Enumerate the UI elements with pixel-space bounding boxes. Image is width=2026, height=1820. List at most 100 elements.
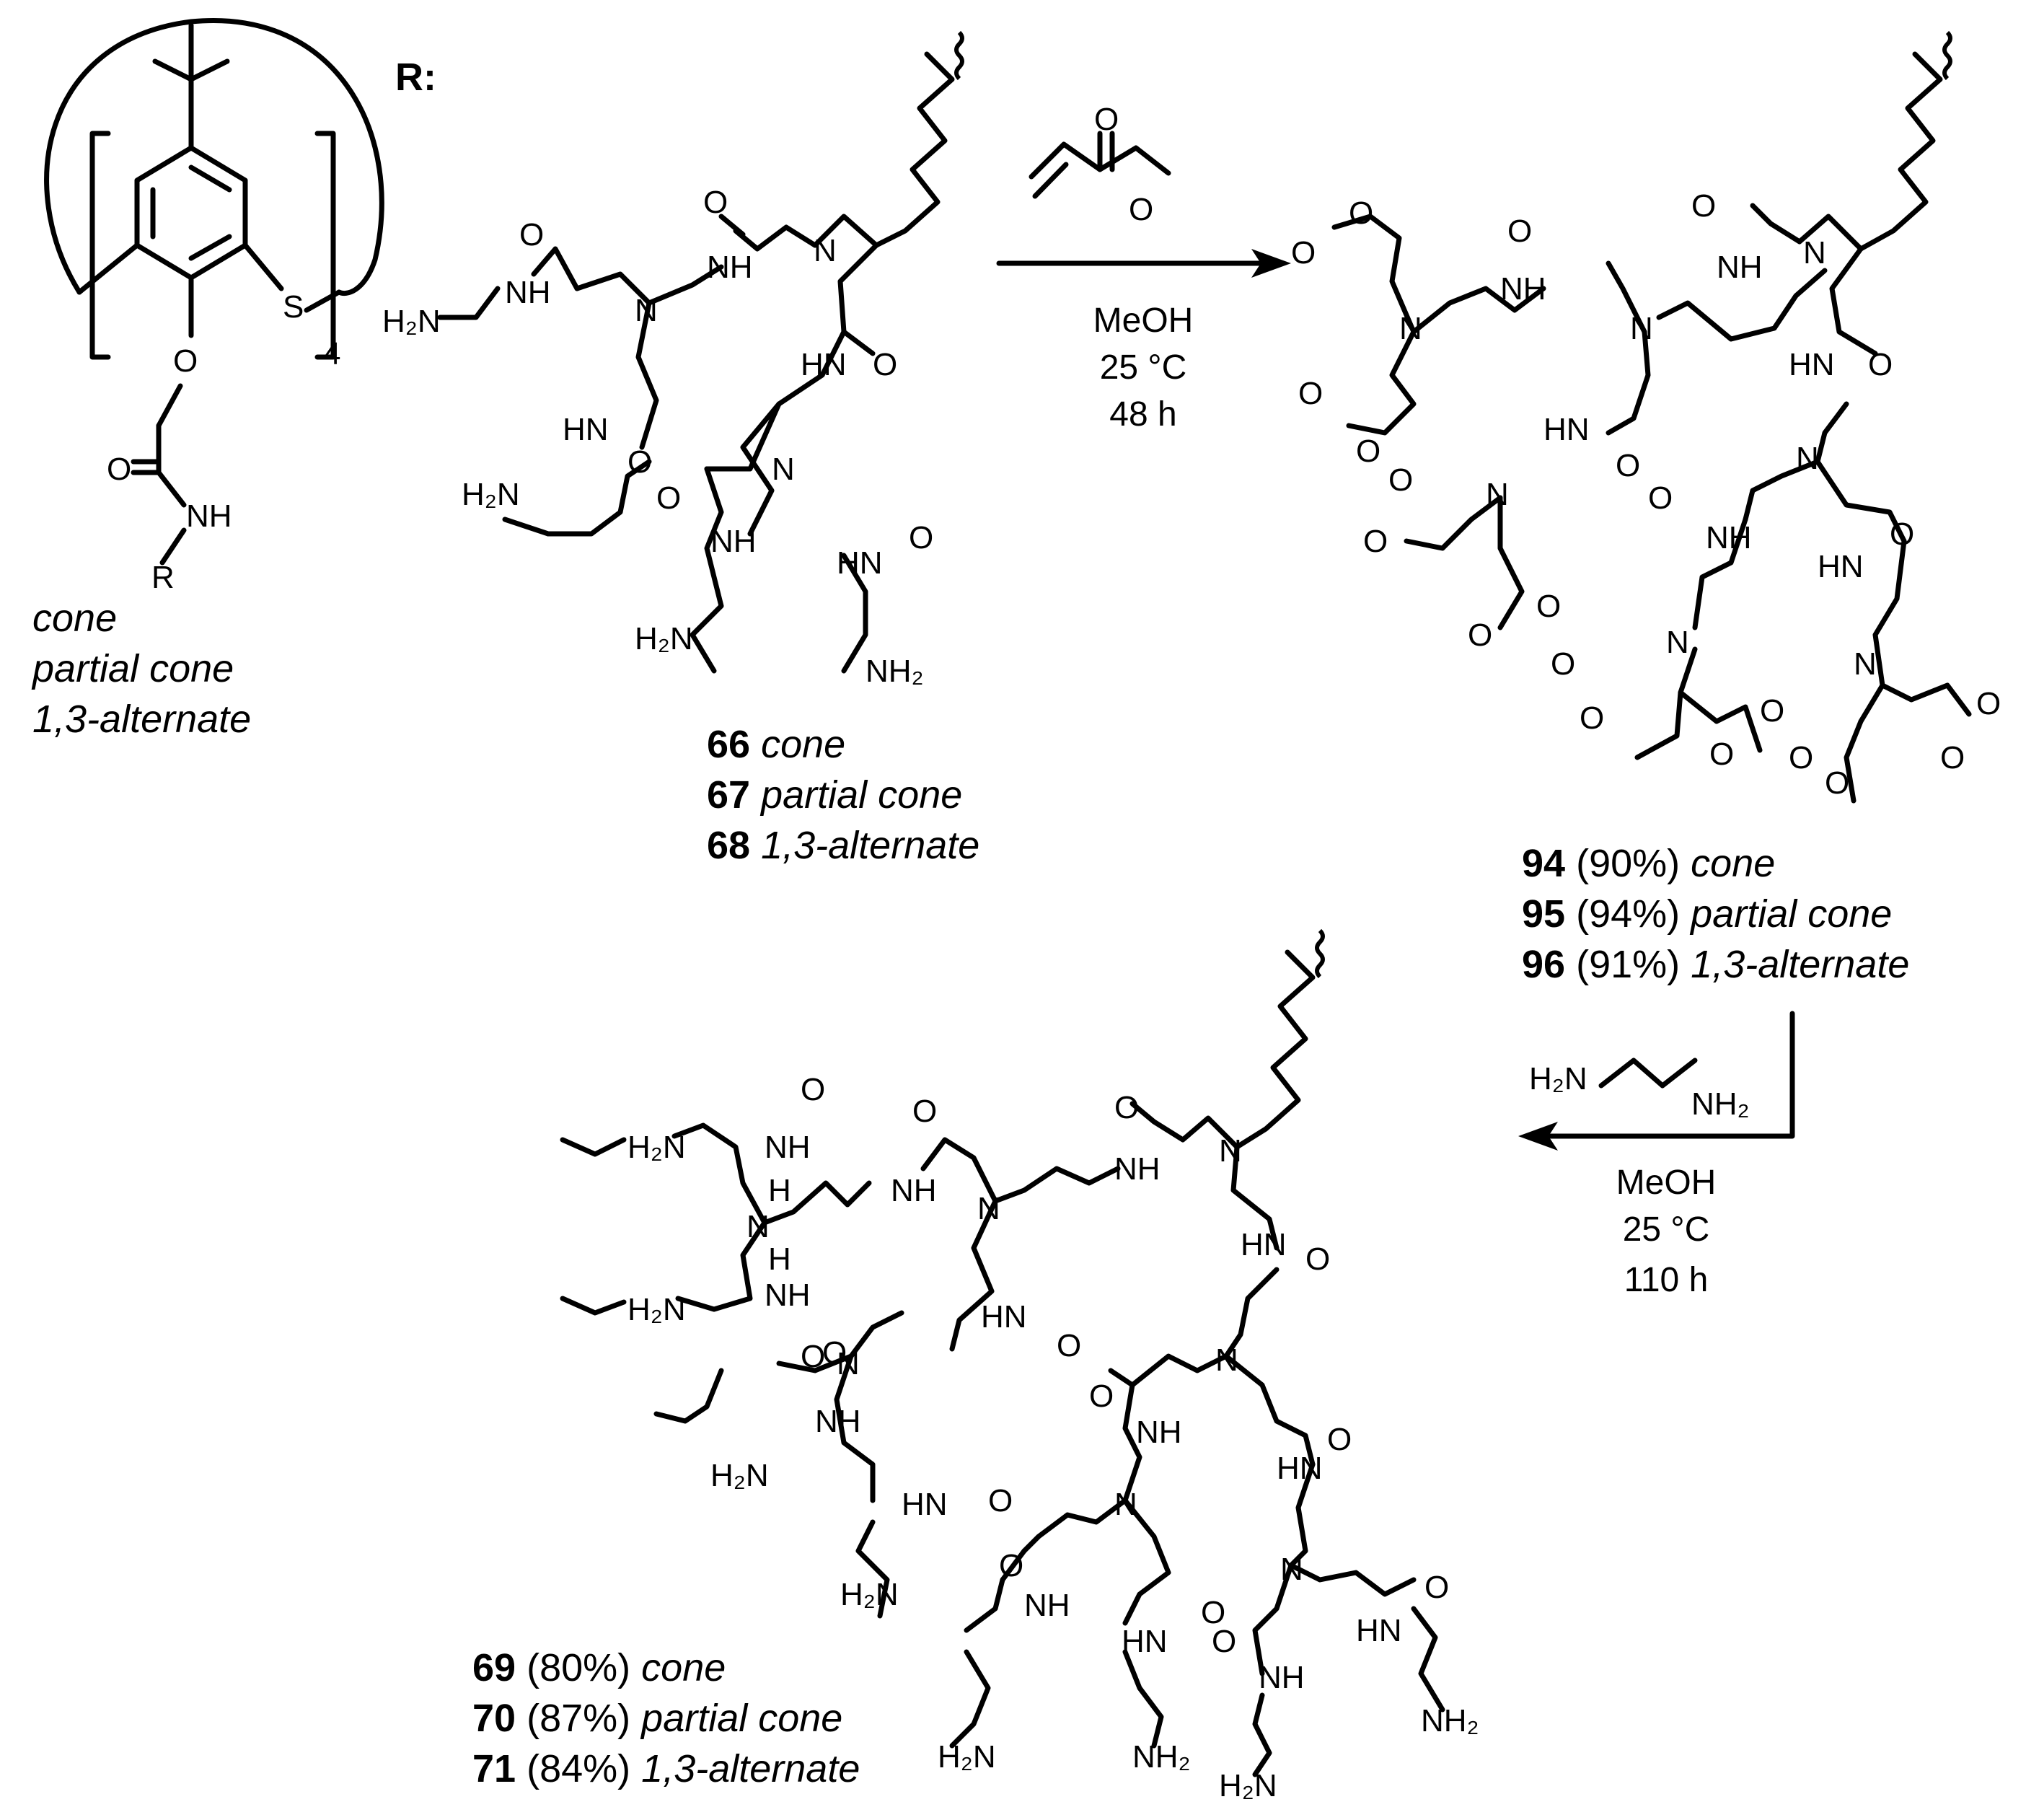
eda-h2n: H₂N (1529, 1061, 1587, 1096)
ester-compound-labels: 94 (90%) cone 95 (94%) partial cone 96 (… (1522, 842, 1909, 986)
g1-hn-br: HN (837, 545, 883, 581)
g1-o-right: O (873, 347, 897, 382)
g2-n-core: N (1219, 1133, 1242, 1169)
ester-o-r: O (1868, 347, 1893, 382)
g2-nh-2: NH (891, 1173, 937, 1208)
g2-o-1: O (1114, 1090, 1139, 1125)
amide-nh: NH (186, 498, 232, 534)
core-conformer-13-alternate: 1,3-alternate (32, 698, 251, 741)
repeat-subscript: 4 (323, 336, 340, 372)
g1-nh2-br: NH₂ (866, 654, 924, 689)
ester-o-9: O (1648, 480, 1673, 516)
ester-o-1: O (1691, 188, 1716, 224)
compound-94: 94 (90%) cone (1522, 842, 1775, 885)
g2-o-10: O (1327, 1422, 1352, 1457)
g1-compound-labels: 66 cone 67 partial cone 68 1,3-alternate (707, 723, 979, 867)
g2-hn-5: HN (1122, 1624, 1168, 1659)
dendron-g2-amine: N N N N N N N O NH O NH O NH H H₂N H NH … (560, 928, 1479, 1803)
ester-o-m: O (1616, 448, 1640, 483)
compound-70: 70 (87%) partial cone (472, 1697, 842, 1740)
g1-hn-right: HN (801, 347, 847, 382)
compound-96: 96 (91%) 1,3-alternate (1522, 943, 1909, 986)
g2-h-2: H (768, 1241, 791, 1277)
g2-o-7: O (822, 1335, 847, 1371)
ester-o-14: O (1580, 700, 1604, 736)
ester-n-bm: N (1666, 625, 1689, 660)
g2-o-3: O (801, 1072, 825, 1107)
g2-h2n-4: H₂N (840, 1577, 899, 1612)
ether-oxygen: O (173, 343, 198, 379)
g2-n-right: N (1215, 1342, 1238, 1378)
core-conformer-partial-cone: partial cone (31, 647, 234, 690)
g1-o-mid: O (627, 444, 652, 480)
g2-h2n-2: H₂N (627, 1292, 686, 1327)
g1-n-left: N (635, 293, 658, 328)
g2-nh-1: NH (1114, 1151, 1160, 1187)
ester-hn-m: HN (1543, 412, 1590, 447)
ester-o-4: O (1291, 235, 1316, 271)
left-bracket (89, 131, 111, 360)
g2-o-6: O (1057, 1328, 1081, 1363)
arrow-step2-shaft (1548, 1011, 1795, 1139)
ethylenediamine-reagent: H₂N NH₂ (1529, 1058, 1750, 1122)
g1-n-core: N (814, 233, 837, 268)
g2-n-bm: N (1114, 1487, 1137, 1522)
ester-o-17: O (1976, 686, 2001, 721)
methyl-acrylate-reagent: O O (1029, 102, 1171, 227)
ester-o-20: O (1825, 765, 1849, 801)
core-conformer-cone: cone (32, 597, 117, 640)
ester-o-7: O (1388, 462, 1413, 498)
ester-o-2: O (1507, 214, 1532, 249)
ester-n-br: N (1854, 646, 1877, 682)
g1-hn-mid: HN (563, 412, 609, 447)
g2-o-4: O (801, 1339, 825, 1374)
compound-95: 95 (94%) partial cone (1522, 892, 1892, 936)
acrylate-carbonyl-o: O (1094, 102, 1119, 137)
ester-o-8: O (1363, 524, 1388, 559)
ester-o-6: O (1356, 434, 1380, 469)
compound-71: 71 (84%) 1,3-alternate (472, 1747, 860, 1790)
step1-solvent: MeOH (1093, 302, 1194, 340)
ester-o-11: O (1536, 589, 1561, 624)
ester-o-18: O (1940, 740, 1965, 775)
ester-o-15: O (1760, 693, 1784, 729)
reaction-step-2: H₂N NH₂ MeOH 25 °C 110 h (1518, 1011, 1795, 1299)
ester-hn-3: HN (1818, 549, 1864, 584)
g2-o-14: O (1424, 1570, 1449, 1605)
g1-o-left: O (519, 217, 544, 252)
g2-hn-6: HN (1356, 1613, 1402, 1648)
compound-69: 69 (80%) cone (472, 1646, 726, 1689)
g2-o-13: O (1212, 1624, 1236, 1659)
step1-time: 48 h (1109, 395, 1176, 434)
g1-o-bl: O (656, 480, 681, 516)
ester-o-13: O (1551, 646, 1575, 682)
g2-hn-1: HN (1241, 1227, 1287, 1262)
g2-h2n-1: H₂N (627, 1130, 686, 1165)
r-group-atom: R (151, 560, 175, 595)
g2-h2n-5: H₂N (938, 1739, 996, 1775)
right-bracket (314, 131, 336, 360)
sulfur-atom: S (283, 289, 304, 325)
acrylate-ester-o: O (1129, 192, 1153, 227)
arrow-step1-head (1251, 249, 1291, 278)
ester-o-19: O (1789, 740, 1813, 775)
ester-o-16: O (1709, 737, 1734, 772)
step2-temperature: 25 °C (1623, 1210, 1710, 1249)
ester-o-10: O (1890, 516, 1914, 552)
g1-nh-top: NH (707, 250, 753, 285)
ester-n-bl: N (1486, 477, 1509, 512)
g1-h2n-mid: H₂N (462, 477, 520, 512)
g2-o-11: O (999, 1548, 1023, 1583)
g2-o-12: O (1201, 1595, 1225, 1630)
step2-solvent: MeOH (1616, 1164, 1717, 1202)
g2-n-br: N (1280, 1552, 1303, 1587)
ester-o-3: O (1349, 195, 1373, 231)
g2-h2n-3: H₂N (710, 1458, 769, 1493)
g1-h2n-bl: H₂N (635, 621, 693, 656)
ester-n-core: N (1803, 235, 1826, 271)
g2-nh2-1: NH₂ (1132, 1739, 1191, 1775)
g2-hn-2: HN (981, 1299, 1027, 1335)
ester-n-left: N (1630, 311, 1653, 346)
g2-compound-labels: 69 (80%) cone 70 (87%) partial cone 71 (… (472, 1646, 860, 1790)
